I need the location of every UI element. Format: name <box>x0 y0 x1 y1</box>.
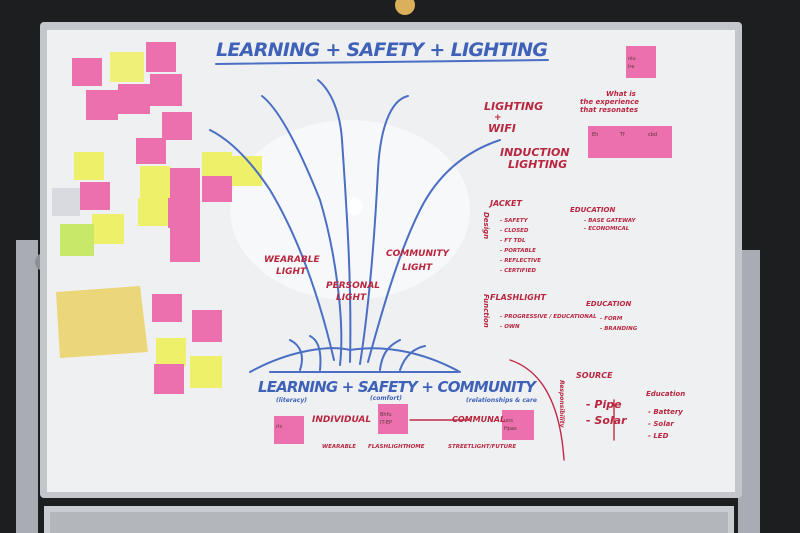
tree-drawing <box>209 59 549 373</box>
kraft-note <box>56 286 148 358</box>
education-item: - LED <box>648 432 669 440</box>
jacket-section: JACKET - SAFETY - CLOSED - FT TDL - PORT… <box>488 199 541 274</box>
base-sub-2: (comfort) <box>370 395 402 402</box>
education-item: - ECONOMICAL <box>584 226 630 232</box>
jacket-item: - PORTABLE <box>500 248 536 254</box>
bottom-word: FLASHLIGHT <box>368 444 408 450</box>
induction-lighting-label: LIGHTING <box>508 158 567 171</box>
jacket-item: - CLOSED <box>500 228 529 234</box>
bottom-word: WEARABLE <box>322 444 356 450</box>
source-item: - Pipe <box>586 398 622 411</box>
education-section-3: Education - Battery - Solar - LED <box>646 390 685 440</box>
flashlight-item: - OWN <box>500 324 520 330</box>
individual-label: INDIVIDUAL <box>312 415 371 425</box>
jacket-heading: JACKET <box>488 199 522 208</box>
base-sub-3: (relationships & care <box>466 397 537 404</box>
red-connectors <box>409 359 615 461</box>
source-item: - Solar <box>586 414 627 427</box>
education-item: - Battery <box>648 408 683 416</box>
svg-text:Eh: Eh <box>592 132 598 138</box>
education-heading-3: Education <box>646 390 685 398</box>
wearable-label-2: LIGHT <box>276 267 307 277</box>
wifi-label: WIFI <box>488 122 516 135</box>
bottom-word: STREETLIGHT/FUTURE <box>448 444 516 450</box>
side-label-design: Design <box>482 212 490 239</box>
ceiling-light <box>395 0 415 15</box>
jacket-item: - SAFETY <box>500 218 529 224</box>
svg-text:uns: uns <box>504 418 513 424</box>
flashlight-item: - PROGRESSIVE / EDUCATIONAL <box>500 314 597 320</box>
stand-right <box>738 250 760 533</box>
side-label-function: Function <box>482 294 490 328</box>
education-heading-2: EDUCATION <box>586 300 631 308</box>
personal-label-1: PERSONAL <box>326 281 380 291</box>
source-section: SOURCE - Pipe - Solar <box>576 371 627 427</box>
jacket-item: - FT TDL <box>500 238 526 244</box>
bottom-row: INDIVIDUAL COMMUNAL WEARABLE FLASHLIGHT … <box>312 415 516 450</box>
svg-text:Hpas: Hpas <box>504 426 517 432</box>
bottom-word: HOME <box>406 444 425 450</box>
question-2: the experience <box>580 98 639 106</box>
education-item: - FORM <box>600 316 623 322</box>
svg-text:rls: rls <box>276 424 282 430</box>
education-item: - BASE GATEWAY <box>584 218 637 224</box>
board-title: LEARNING + SAFETY + LIGHTING <box>216 39 548 61</box>
education-heading-1: EDUCATION <box>570 206 615 214</box>
flashlight-section: FLASHLIGHT - PROGRESSIVE / EDUCATIONAL -… <box>490 293 597 330</box>
communal-label: COMMUNAL <box>452 415 505 424</box>
jacket-item: - REFLECTIVE <box>500 258 541 264</box>
base-sub-1: (literacy) <box>276 397 307 404</box>
sticky-notes <box>52 42 672 444</box>
question-1: What is <box>606 90 636 98</box>
tree-base-label: LEARNING + SAFETY + COMMUNITY <box>258 378 538 396</box>
stand-left <box>16 240 38 533</box>
svg-text:lre: lre <box>628 64 634 70</box>
wearable-label-1: WEARABLE <box>264 255 321 265</box>
svg-text:IT-EP: IT-EP <box>380 420 392 426</box>
source-heading: SOURCE <box>576 371 613 380</box>
svg-text:cbd: cbd <box>648 132 657 138</box>
svg-text:Bhfu: Bhfu <box>380 412 392 418</box>
question-3: that resonates <box>580 106 638 114</box>
education-item: - BRANDING <box>600 326 638 332</box>
induction-label: INDUCTION <box>500 146 570 159</box>
flashlight-heading: FLASHLIGHT <box>490 293 547 302</box>
education-item: - Solar <box>648 420 674 428</box>
svg-text:nlu: nlu <box>628 56 636 62</box>
personal-label-2: LIGHT <box>336 293 367 303</box>
education-section-1: EDUCATION - BASE GATEWAY - ECONOMICAL <box>570 206 637 232</box>
lighting-label: LIGHTING <box>484 100 543 113</box>
education-section-2: EDUCATION - FORM - BRANDING <box>586 300 638 332</box>
community-label-1: COMMUNITY <box>386 249 450 259</box>
jacket-item: - CERTIFIED <box>500 268 536 274</box>
svg-text:Tf: Tf <box>619 132 625 138</box>
plus-label: + <box>494 113 502 123</box>
community-label-2: LIGHT <box>402 263 433 273</box>
side-label-responsibility: Responsibility <box>558 380 565 429</box>
